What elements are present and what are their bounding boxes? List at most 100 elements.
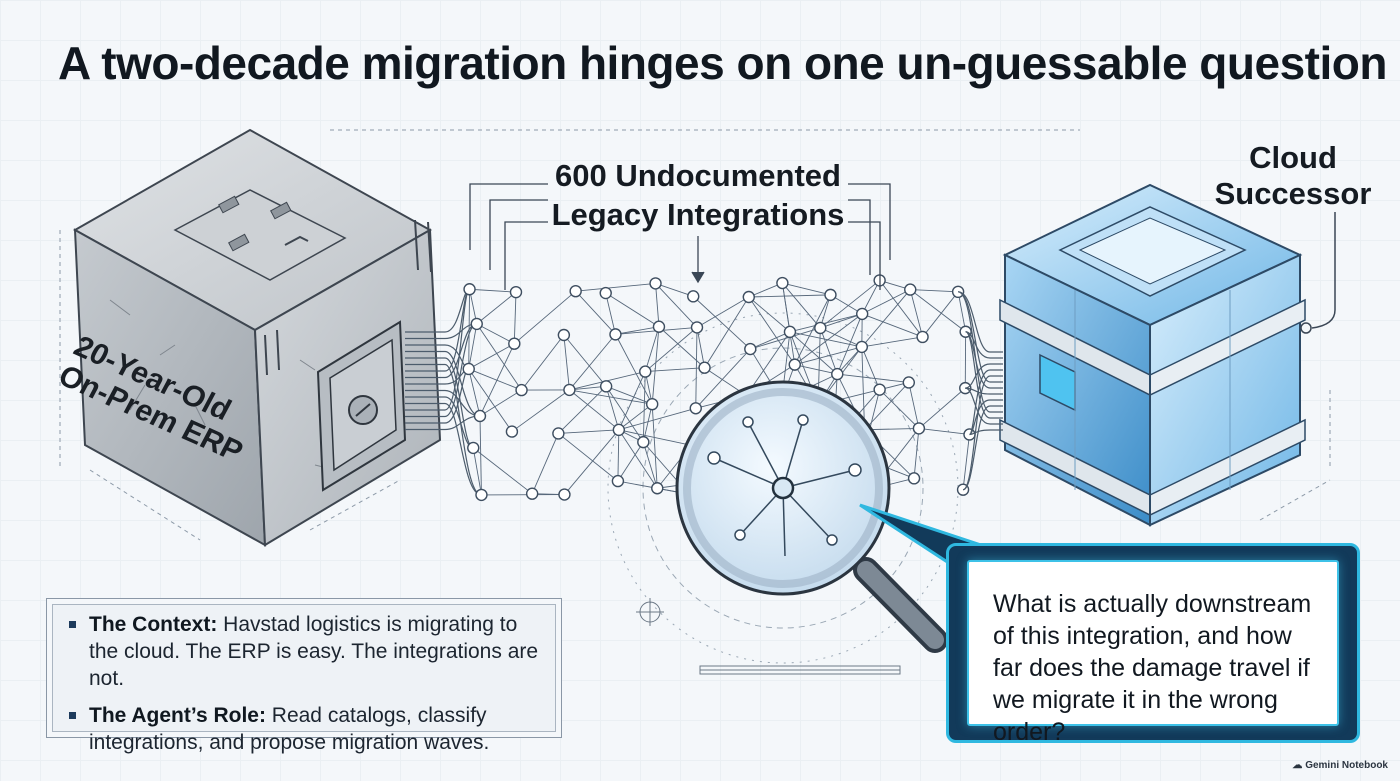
network-edge xyxy=(789,331,862,348)
network-node xyxy=(563,383,576,397)
network-node xyxy=(814,321,827,335)
network-edge xyxy=(605,292,660,328)
network-edge xyxy=(861,346,866,430)
network-edge xyxy=(558,386,607,434)
network-edge xyxy=(789,331,838,375)
network-edge xyxy=(618,429,658,489)
network-node xyxy=(855,307,869,321)
network-edge xyxy=(957,291,967,332)
network-node xyxy=(509,285,523,299)
network-node xyxy=(515,383,528,397)
network-edge xyxy=(642,371,646,443)
network-edge xyxy=(472,447,482,495)
network-edge xyxy=(618,371,646,431)
cloud-block xyxy=(999,183,1306,527)
erp-wire xyxy=(405,350,481,417)
network-node xyxy=(824,288,837,302)
network-edge xyxy=(794,313,863,365)
label-connectors xyxy=(469,183,891,290)
network-edge xyxy=(476,323,522,391)
integrations-label-line-2: Legacy Integrations xyxy=(551,197,845,232)
network-edge xyxy=(696,296,750,328)
cloud-wire xyxy=(965,363,1003,389)
question-text: What is actually downstream of this inte… xyxy=(967,560,1339,746)
agent-role-bullet: The Agent’s Role: Read catalogs, classif… xyxy=(69,702,541,756)
context-bullet: The Context: Havstad logistics is migrat… xyxy=(69,611,541,692)
network-edge xyxy=(575,282,656,292)
network-node xyxy=(902,376,916,389)
cloud-label-line-1: Cloud xyxy=(1249,140,1337,175)
network-edge xyxy=(879,389,920,429)
network-edge xyxy=(617,441,644,482)
network-node xyxy=(649,277,662,290)
network-edge xyxy=(692,296,751,350)
network-edge xyxy=(521,334,565,391)
network-edge xyxy=(569,389,620,431)
network-node xyxy=(698,361,711,374)
agent-role-heading: The Agent’s Role: xyxy=(89,704,266,727)
cloud-wire xyxy=(957,291,1003,413)
network-edge xyxy=(782,282,831,296)
network-edge xyxy=(837,373,909,383)
network-node xyxy=(744,342,757,356)
network-node xyxy=(687,290,700,303)
network-node xyxy=(912,422,926,435)
network-node xyxy=(652,320,666,333)
network-edge xyxy=(909,289,924,338)
network-edge xyxy=(913,428,920,479)
network-edge xyxy=(962,434,970,490)
network-edge xyxy=(531,433,559,494)
network-node xyxy=(611,474,625,488)
network-edge xyxy=(695,348,751,409)
network-edge xyxy=(468,368,522,391)
erp-block xyxy=(72,128,442,547)
context-heading: The Context: xyxy=(89,613,218,636)
network-edge xyxy=(479,343,515,417)
network-edge xyxy=(563,334,607,387)
cloud-label: Cloud Successor xyxy=(1210,140,1376,212)
network-node xyxy=(462,362,475,376)
network-edge xyxy=(651,326,660,405)
network-edge xyxy=(695,327,698,409)
network-node xyxy=(855,340,869,354)
network-edge xyxy=(862,313,923,338)
erp-wire xyxy=(405,402,482,496)
cloud-wires xyxy=(957,291,1003,491)
network-edge xyxy=(479,389,522,417)
cloud-wire xyxy=(965,331,1003,389)
network-node xyxy=(552,427,565,440)
network-edge xyxy=(655,283,660,327)
network-edge xyxy=(476,323,515,345)
network-edge xyxy=(472,447,533,495)
network-edge xyxy=(651,404,658,489)
network-edge xyxy=(861,346,881,390)
network-edge xyxy=(748,296,791,333)
network-edge xyxy=(605,385,653,405)
cloud-wire xyxy=(969,429,1003,436)
network-node xyxy=(916,330,929,344)
network-edge xyxy=(820,280,880,329)
network-edge xyxy=(615,334,653,405)
context-text: Havstad logistics is migrating to the cl… xyxy=(89,613,539,690)
cloud-wire xyxy=(962,375,1003,491)
network-edge xyxy=(605,386,644,443)
network-node xyxy=(558,488,571,501)
network-node xyxy=(612,423,626,437)
network-edge xyxy=(564,429,620,495)
network-node xyxy=(599,286,612,300)
network-node xyxy=(690,321,704,334)
crosshair-marks xyxy=(636,598,901,675)
network-edge xyxy=(658,326,705,369)
network-edge xyxy=(879,280,923,338)
network-edge xyxy=(750,331,791,350)
network-node xyxy=(776,276,789,290)
network-edge xyxy=(605,292,616,335)
cloud-wire xyxy=(965,387,1003,425)
network-edge xyxy=(476,291,517,325)
cloud-label-line-2: Successor xyxy=(1214,176,1372,211)
magnifier xyxy=(675,380,948,653)
erp-wire xyxy=(405,288,471,411)
network-edge xyxy=(575,290,616,335)
network-edge xyxy=(618,429,692,446)
network-node xyxy=(689,402,702,415)
